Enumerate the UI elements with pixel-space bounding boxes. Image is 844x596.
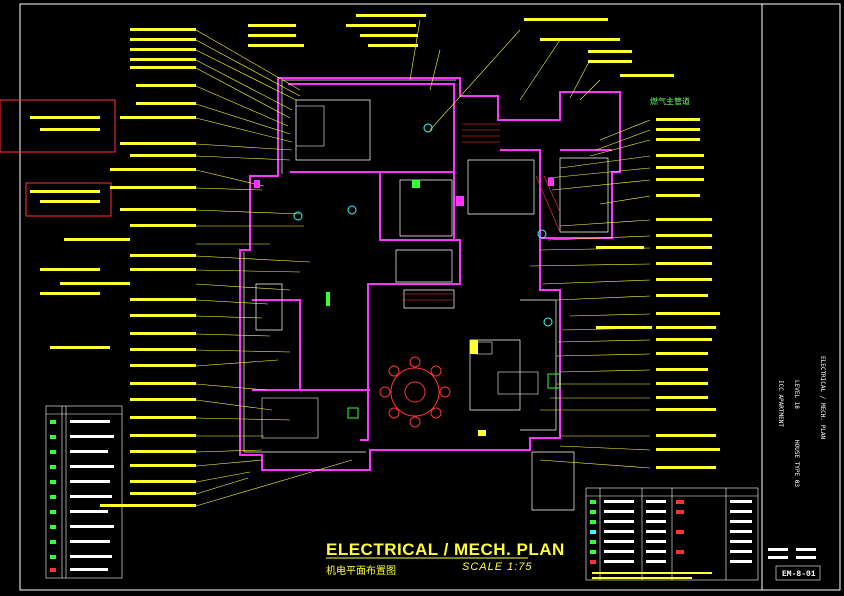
legend-symbols xyxy=(50,420,56,572)
leader-lines-right xyxy=(409,19,651,469)
stair-hatch xyxy=(402,123,561,301)
gas-pipe-note: 燃气主管道 xyxy=(650,97,690,106)
drawing-subtitle: 机电平面布置图 xyxy=(326,566,396,577)
legend-right-symbols xyxy=(590,500,684,564)
label-bars-right xyxy=(248,14,720,469)
floor-plan-walls xyxy=(239,77,621,471)
sheet-frame xyxy=(19,3,841,591)
label-bars-left xyxy=(30,28,196,507)
leader-lines-left xyxy=(195,29,353,507)
title-block-marks xyxy=(768,548,821,581)
house-type-label: HOUSE TYPE 03 xyxy=(793,440,800,487)
callout-box-1 xyxy=(0,99,116,153)
legend-table xyxy=(45,405,123,579)
level-label: LEVEL 18 xyxy=(793,380,800,409)
furniture xyxy=(261,105,539,439)
drawing-scale: SCALE 1:75 xyxy=(462,561,533,573)
legend-text-bars xyxy=(70,420,114,571)
dining-table-icon xyxy=(379,356,451,428)
sheet-title-vertical: ELECTRICAL / MECH. PLAN xyxy=(819,356,826,440)
legend-table-right xyxy=(585,487,759,581)
legend-right-text-bars xyxy=(592,500,752,579)
floor-plan-inner-lines xyxy=(243,79,609,511)
project-name: ICC APARTMENT xyxy=(777,380,784,427)
callout-box-2 xyxy=(25,182,112,217)
device-symbols xyxy=(254,123,561,436)
sheet-number: EM-8-01 xyxy=(782,570,816,579)
drawing-title: ELECTRICAL / MECH. PLAN xyxy=(326,540,565,559)
